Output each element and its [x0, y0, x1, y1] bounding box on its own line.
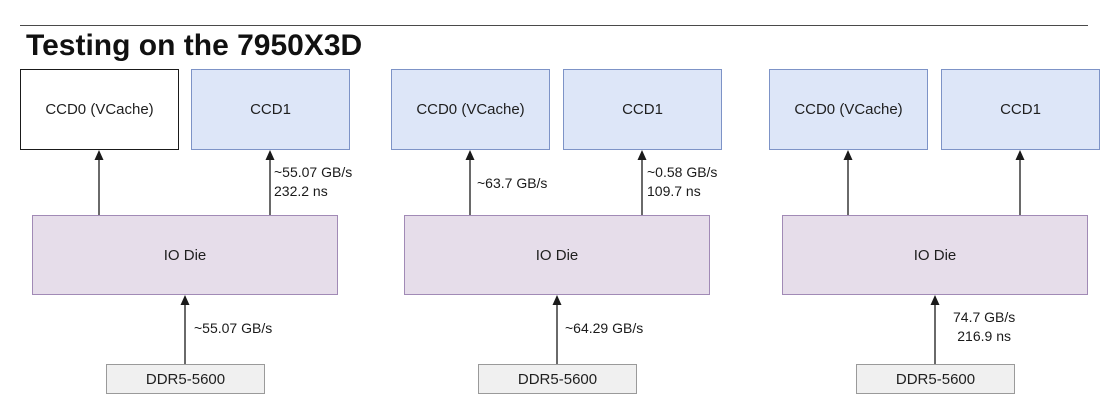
panel-2-ccd1-link-label: ~0.58 GB/s 109.7 ns	[647, 163, 717, 201]
panel-1-ccd1-link-label: ~55.07 GB/s 232.2 ns	[274, 163, 352, 201]
panel-2-io-die-box: IO Die	[404, 215, 710, 295]
panel-2-ccd0-link-label: ~63.7 GB/s	[477, 174, 547, 193]
panel-1-io-die-box: IO Die	[32, 215, 338, 295]
panel-1-ccd1-arrowhead	[265, 150, 275, 160]
panel-1-ccd1-bandwidth: ~55.07 GB/s	[274, 164, 353, 180]
panel-2-memory-bandwidth: ~64.29 GB/s	[565, 320, 644, 336]
page-title: Testing on the 7950X3D	[26, 29, 363, 62]
top-rule	[20, 25, 1088, 26]
panel-1-memory-bandwidth: ~55.07 GB/s	[194, 320, 273, 336]
panel-2-ccd1-box: CCD1	[563, 69, 722, 150]
panel-3-ccd1-arrowhead	[1015, 150, 1025, 160]
panel-1-ccd0-arrowhead	[94, 150, 104, 160]
panel-3-ccd0-arrowhead	[843, 150, 853, 160]
panel-1-ccd1-box: CCD1	[191, 69, 350, 150]
panel-3-ccd1-box: CCD1	[941, 69, 1100, 150]
panel-3-memory-latency: 216.9 ns	[957, 328, 1011, 344]
panel-1-ccd0-box: CCD0 (VCache)	[20, 69, 179, 150]
panel-2-ccd1-bandwidth: ~0.58 GB/s	[647, 164, 718, 180]
panel-2-memory-arrowhead	[552, 295, 562, 305]
panel-1-memory-box: DDR5-5600	[106, 364, 265, 394]
panel-3-memory-box: DDR5-5600	[856, 364, 1015, 394]
panel-3-io-die-box: IO Die	[782, 215, 1088, 295]
panel-2-ccd1-latency: 109.7 ns	[647, 183, 701, 199]
panel-2-ccd0-box: CCD0 (VCache)	[391, 69, 550, 150]
panel-3-ccd0-box: CCD0 (VCache)	[769, 69, 928, 150]
panel-1-ccd1-latency: 232.2 ns	[274, 183, 328, 199]
panel-3-memory-bandwidth: 74.7 GB/s	[953, 309, 1016, 325]
panel-1-memory-arrowhead	[180, 295, 190, 305]
panel-3-memory-link-label: 74.7 GB/s 216.9 ns	[953, 308, 1015, 346]
panel-2-ccd1-arrowhead	[637, 150, 647, 160]
panel-3-memory-arrowhead	[930, 295, 940, 305]
panel-2-memory-link-label: ~64.29 GB/s	[565, 319, 643, 338]
panel-2-ccd0-arrowhead	[465, 150, 475, 160]
panel-2-ccd0-bandwidth: ~63.7 GB/s	[477, 175, 548, 191]
panel-2-memory-box: DDR5-5600	[478, 364, 637, 394]
panel-1-memory-link-label: ~55.07 GB/s	[194, 319, 272, 338]
